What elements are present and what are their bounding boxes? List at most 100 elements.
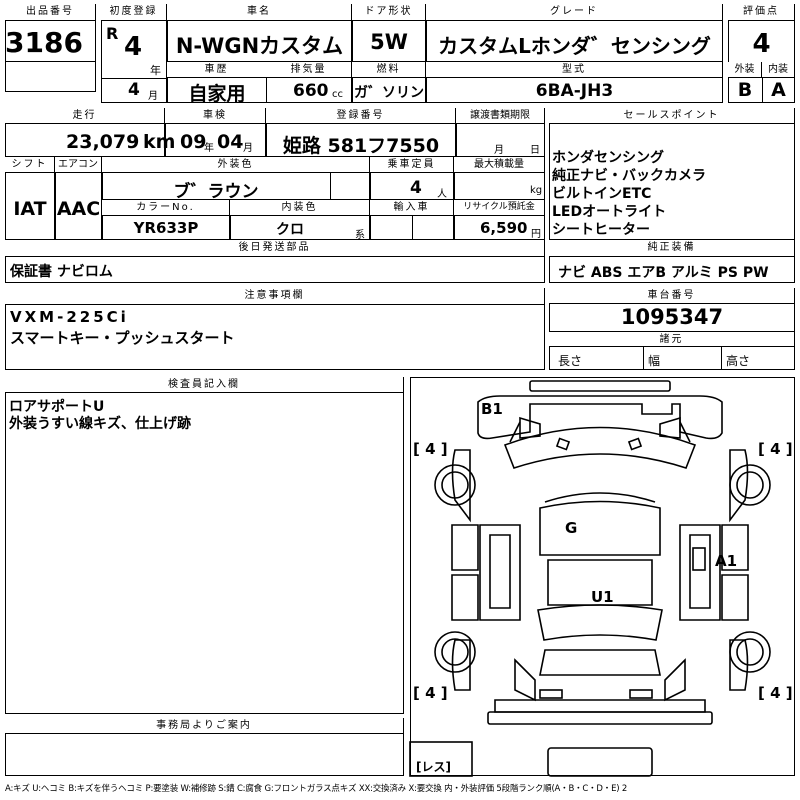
mileage-label: 走行 bbox=[5, 108, 165, 124]
dims-length: 長さ bbox=[558, 354, 583, 368]
color-no: YR633P bbox=[133, 219, 199, 237]
capacity-label: 乗車定員 bbox=[370, 157, 454, 173]
sales-point: LEDオートライト bbox=[552, 204, 667, 220]
damage-code-g: G bbox=[565, 519, 578, 537]
tire-fr-bracket: [ 4 ] bbox=[758, 440, 793, 458]
door-type: 5W bbox=[370, 30, 408, 54]
color-no-label: カラーNo. bbox=[102, 200, 230, 216]
damage-code-u1: U1 bbox=[591, 588, 614, 606]
history-label: 車歴 bbox=[167, 62, 267, 78]
reg-label: 登録番号 bbox=[266, 108, 456, 124]
damage-code-b1: B1 bbox=[481, 400, 503, 418]
tire-fl-bracket: [ 4 ] bbox=[413, 440, 448, 458]
damage-code-a1: A1 bbox=[715, 552, 738, 570]
color-divider bbox=[330, 173, 331, 200]
first-reg-year: 4 bbox=[124, 32, 143, 62]
genuine: ナビ ABS エアB アルミ PS PW bbox=[558, 265, 769, 281]
tire-rear-left: 4 bbox=[425, 684, 436, 702]
interior-color: クロ bbox=[276, 222, 304, 238]
sales-point: 純正ナビ・バックカメラ bbox=[552, 168, 706, 184]
inspector-label: 検査員記入欄 bbox=[5, 377, 404, 393]
recycle-label: リサイクル預託金 bbox=[454, 200, 545, 216]
displacement: 660 bbox=[293, 81, 329, 101]
dims-divider bbox=[643, 347, 644, 370]
interior-color-label: 内装色 bbox=[230, 200, 370, 216]
office-label: 事務局よりご案内 bbox=[5, 718, 404, 734]
mileage: 23,079 bbox=[66, 131, 140, 153]
recycle-unit: 円 bbox=[531, 229, 541, 240]
color: ブ゛ラウン bbox=[173, 182, 259, 202]
later-parts-label: 後日発送部品 bbox=[5, 240, 545, 257]
shift: IAT bbox=[13, 198, 47, 220]
capacity-unit: 人 bbox=[437, 189, 447, 200]
load-label: 最大積載量 bbox=[454, 157, 545, 173]
transfer-month: 月 bbox=[494, 145, 504, 156]
chassis-label: 車台番号 bbox=[549, 288, 795, 304]
dims-width: 幅 bbox=[648, 354, 661, 368]
tire-rr-bracket: [ 4 ] bbox=[758, 684, 793, 702]
int-label: 内装 bbox=[762, 62, 795, 78]
displacement-unit: cc bbox=[332, 89, 343, 100]
car-name-label: 車名 bbox=[167, 4, 352, 21]
lot-label: 出品番号 bbox=[5, 4, 96, 21]
sales-point: ホンダセンシング bbox=[552, 150, 664, 166]
fuel-label: 燃料 bbox=[352, 62, 426, 78]
import-label: 輸入車 bbox=[370, 200, 454, 216]
reg-value: 姫路 581フ7550 bbox=[282, 135, 440, 157]
int-grade: A bbox=[771, 79, 786, 101]
inspector-line: ロアサポートU bbox=[9, 399, 105, 415]
capacity: 4 bbox=[410, 178, 422, 198]
later-parts: 保証書 ナビロム bbox=[10, 264, 113, 280]
caution-line: VXM-225Ci bbox=[10, 308, 129, 326]
tire-front-left: 4 bbox=[425, 440, 436, 458]
model-label: 型式 bbox=[426, 62, 723, 78]
caution-line: スマートキー・プッシュスタート bbox=[10, 329, 235, 347]
spare-tire: [レス] bbox=[416, 760, 451, 774]
score: 4 bbox=[752, 29, 771, 59]
door-label: ドア形状 bbox=[352, 4, 426, 21]
tire-front-right: 4 bbox=[770, 440, 781, 458]
shift-label: シフト bbox=[5, 157, 55, 173]
ext-int-divider bbox=[762, 78, 763, 103]
inspection-label: 車検 bbox=[165, 108, 266, 124]
first-reg-year-unit: 年 bbox=[150, 64, 161, 77]
grade-label: グレード bbox=[426, 4, 723, 21]
insp-month-unit: 月 bbox=[243, 143, 253, 154]
first-reg-divider bbox=[101, 78, 167, 79]
dims-height: 高さ bbox=[726, 354, 751, 368]
fuel: ガ゛ソリン bbox=[354, 85, 424, 101]
model: 6BA-JH3 bbox=[535, 81, 614, 101]
inspector-line: 外装うすい線キズ、仕上げ跡 bbox=[9, 416, 191, 432]
tire-rear-right: 4 bbox=[770, 684, 781, 702]
chassis: 1095347 bbox=[620, 305, 724, 329]
lot-divider bbox=[5, 61, 96, 62]
lot-number: 3186 bbox=[5, 26, 83, 59]
load-unit: kg bbox=[530, 185, 543, 196]
ac-label: エアコン bbox=[55, 157, 102, 173]
interior-color-unit: 系 bbox=[355, 230, 365, 241]
insp-month: 04 bbox=[217, 131, 244, 153]
ext-grade: B bbox=[737, 79, 753, 101]
tire-rl-bracket: [ 4 ] bbox=[413, 684, 448, 702]
sales-point: シートヒーター bbox=[552, 222, 650, 238]
dims-divider bbox=[721, 347, 722, 370]
history: 自家用 bbox=[188, 83, 246, 105]
mileage-unit: km bbox=[143, 131, 176, 153]
transfer-label: 譲渡書類期限 bbox=[456, 108, 545, 124]
insp-year-unit: 年 bbox=[204, 143, 214, 154]
first-reg-month-unit: 月 bbox=[148, 91, 158, 102]
sales-point: ビルトインETC bbox=[552, 186, 652, 202]
car-name: N-WGNカスタム bbox=[175, 34, 344, 58]
transfer-day: 日 bbox=[530, 145, 540, 156]
first-reg-month: 4 bbox=[128, 80, 140, 100]
ext-label: 外装 bbox=[728, 62, 762, 78]
displacement-label: 排気量 bbox=[266, 62, 352, 78]
grade: カスタムLホンダ゛センシング bbox=[438, 34, 711, 58]
ac: AAC bbox=[56, 198, 101, 220]
insp-year: 09 bbox=[180, 131, 207, 153]
color-label: 外装色 bbox=[102, 157, 370, 173]
score-label: 評価点 bbox=[728, 4, 795, 21]
first-reg-era: R bbox=[106, 24, 119, 43]
car-diagram-box bbox=[410, 377, 795, 776]
dims-label: 諸元 bbox=[549, 331, 795, 347]
